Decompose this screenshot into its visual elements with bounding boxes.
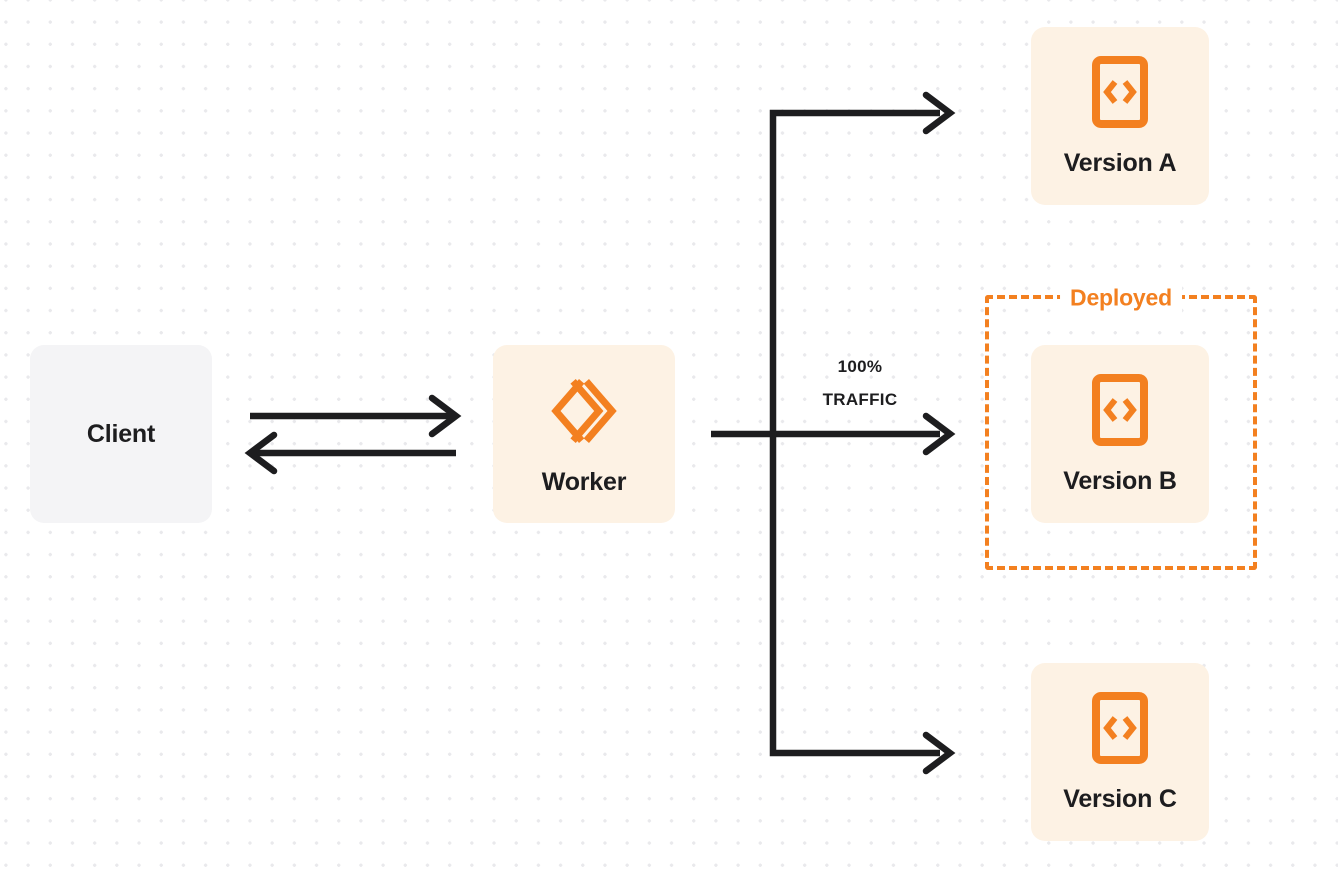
deployed-group-boundary: Deployed <box>985 283 1257 570</box>
deployed-group-label: Deployed <box>1060 283 1182 313</box>
traffic-percent: 100% <box>837 357 883 376</box>
code-brackets-icon <box>1091 373 1149 447</box>
connector-worker-to-version-b <box>711 412 956 456</box>
node-client[interactable]: Client <box>30 345 212 523</box>
traffic-annotation: 100% TRAFFIC <box>790 350 930 416</box>
node-worker-label: Worker <box>541 467 627 496</box>
node-version-b-label: Version B <box>1063 466 1177 495</box>
node-client-label: Client <box>86 419 156 448</box>
code-brackets-icon <box>1091 691 1149 765</box>
cloudflare-workers-logo-icon <box>545 372 623 450</box>
connector-client-to-worker <box>250 394 462 438</box>
node-version-a[interactable]: Version A <box>1031 27 1209 205</box>
node-version-b[interactable]: Version B <box>1031 345 1209 523</box>
node-worker[interactable]: Worker <box>493 345 675 523</box>
code-brackets-icon <box>1091 55 1149 129</box>
node-version-c-label: Version C <box>1063 784 1177 813</box>
node-version-a-label: Version A <box>1063 148 1177 177</box>
connector-worker-to-version-c <box>769 434 956 775</box>
traffic-caption: TRAFFIC <box>822 390 898 410</box>
connector-worker-to-client <box>244 431 456 475</box>
node-version-c[interactable]: Version C <box>1031 663 1209 841</box>
